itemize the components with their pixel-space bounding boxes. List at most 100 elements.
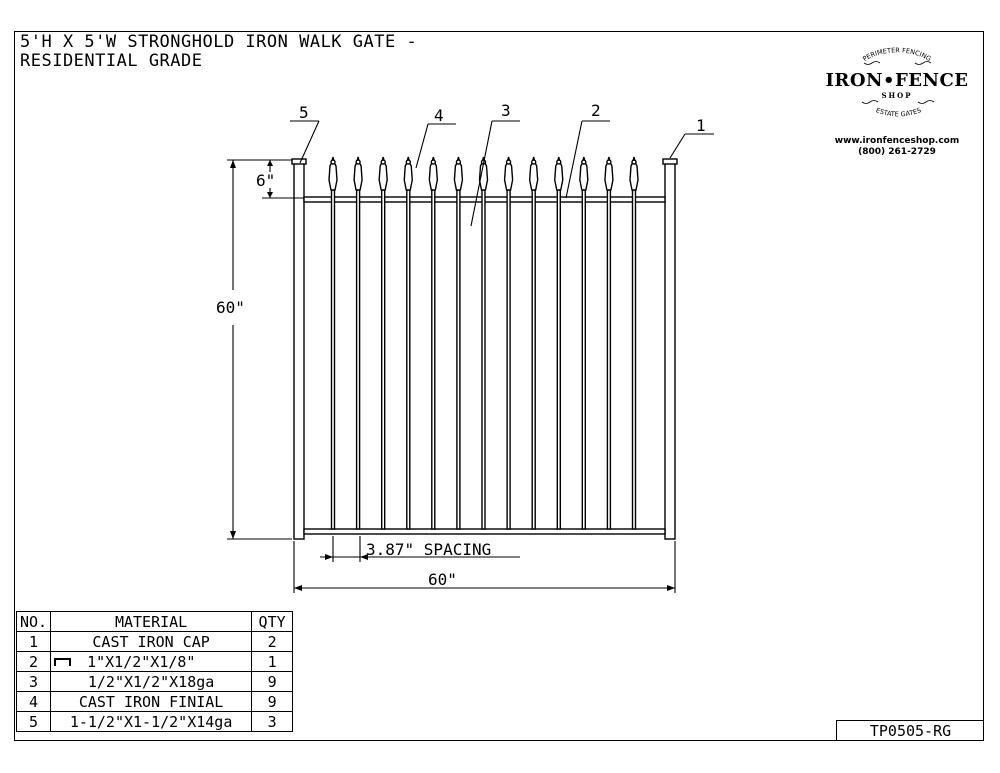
bom-cell-material: 1/2"X1/2"X18ga (50, 671, 253, 692)
finial (428, 156, 439, 191)
picket (330, 189, 336, 530)
callout-2-leader (565, 120, 583, 199)
left-post-cap (291, 158, 307, 165)
company-logo: PERIMETER FENCING ESTATE GATES IRON•FENC… (812, 36, 982, 161)
bom-material-text: 1"X1/2"X1/8" (87, 652, 196, 671)
finial-ball (556, 159, 562, 165)
arrow-width-left (294, 585, 302, 591)
drawing-title: 5'H X 5'W STRONGHOLD IRON WALK GATE - RE… (20, 33, 417, 71)
finial-ball (581, 159, 587, 165)
height-dim-label: 60" (216, 298, 245, 317)
finial-ball (606, 159, 612, 165)
arrow-offset-bottom (267, 192, 273, 198)
arrow-offset-top (267, 160, 273, 166)
pickets (328, 156, 639, 530)
callout-4-leader (415, 123, 429, 169)
bom-cell-material: 1-1/2"X1-1/2"X14ga (50, 711, 253, 732)
bom-cell-qty: 2 (251, 631, 294, 652)
callout-3: 3 (501, 101, 511, 120)
picket (355, 189, 361, 530)
callout-5: 5 (299, 103, 309, 122)
finial (528, 156, 539, 191)
title-line-2: RESIDENTIAL GRADE (20, 51, 203, 71)
finial-ball (405, 159, 411, 165)
bom-cell-no: 3 (15, 671, 52, 692)
callout-2: 2 (591, 101, 601, 120)
finial (328, 156, 338, 191)
callout-3-leader (470, 120, 493, 227)
arrow-width-right (667, 585, 675, 591)
bom-header-no: NO. (15, 611, 52, 632)
finial (353, 156, 363, 191)
right-post-cap (662, 158, 678, 165)
logo-url: www.ironfenceshop.com (834, 136, 960, 146)
picket (431, 189, 436, 530)
finial-ball (430, 159, 436, 165)
bottom-rail (303, 528, 666, 535)
right-post (664, 162, 676, 540)
finial (554, 156, 564, 191)
bom-header-qty: QTY (251, 611, 294, 632)
drawing-number: TP0505-RG (836, 720, 984, 741)
finial (378, 156, 388, 191)
bom-cell-no: 4 (15, 691, 52, 712)
bom-cell-no: 1 (15, 631, 52, 652)
picket (531, 189, 536, 530)
picket (481, 189, 486, 530)
bom-cell-qty: 3 (251, 711, 294, 732)
finial (579, 156, 589, 191)
finial (629, 156, 639, 191)
bom-cell-material: 1"X1/2"X1/8" (50, 651, 253, 672)
logo-arc-bottom: ESTATE GATES (875, 106, 923, 118)
finial-ball (505, 159, 512, 165)
arrow-height-bottom (230, 531, 236, 539)
bom-row: 2 1"X1/2"X1/8" 1 (15, 651, 294, 672)
finial-ball (531, 159, 537, 165)
picket (581, 189, 586, 530)
logo-sub-text: SHOP (881, 91, 913, 100)
finial (478, 156, 489, 191)
picket (456, 189, 461, 530)
bom-cell-material: CAST IRON CAP (50, 631, 253, 652)
picket (381, 189, 386, 530)
title-line-1: 5'H X 5'W STRONGHOLD IRON WALK GATE - (20, 32, 418, 52)
finial-ball (330, 159, 336, 165)
finial-ball (455, 159, 462, 165)
finial (604, 156, 614, 191)
callout-4: 4 (434, 106, 444, 125)
finial-ball (631, 159, 637, 165)
logo-phone: (800) 261-2729 (858, 147, 936, 157)
bom-header-material: MATERIAL (50, 611, 253, 632)
bom-cell-qty: 9 (251, 671, 294, 692)
bom-cell-no: 2 (15, 651, 52, 672)
arrow-height-top (230, 160, 236, 168)
width-dim-label: 60" (428, 570, 457, 589)
spacing-dim-label: 3.87" SPACING (366, 540, 491, 559)
logo-main-text: IRON•FENCE (825, 70, 969, 91)
bom-cell-qty: 1 (251, 651, 294, 672)
offset-dim-label: 6" (256, 171, 275, 190)
logo-arcs: PERIMETER FENCING ESTATE GATES (861, 46, 935, 118)
bom-cell-qty: 9 (251, 691, 294, 712)
finial (403, 156, 413, 191)
arrow-spacing-right (360, 554, 368, 560)
picket (406, 189, 411, 530)
left-post (293, 162, 305, 540)
finial (453, 156, 464, 191)
channel-icon (54, 658, 72, 666)
finial (503, 156, 514, 191)
finial-ball (380, 159, 386, 165)
callout-5-leader (299, 120, 320, 164)
arrow-spacing-left (325, 554, 333, 560)
picket (631, 189, 637, 530)
picket (506, 189, 511, 530)
finial-ball (355, 159, 361, 165)
drawing-frame (14, 31, 984, 741)
